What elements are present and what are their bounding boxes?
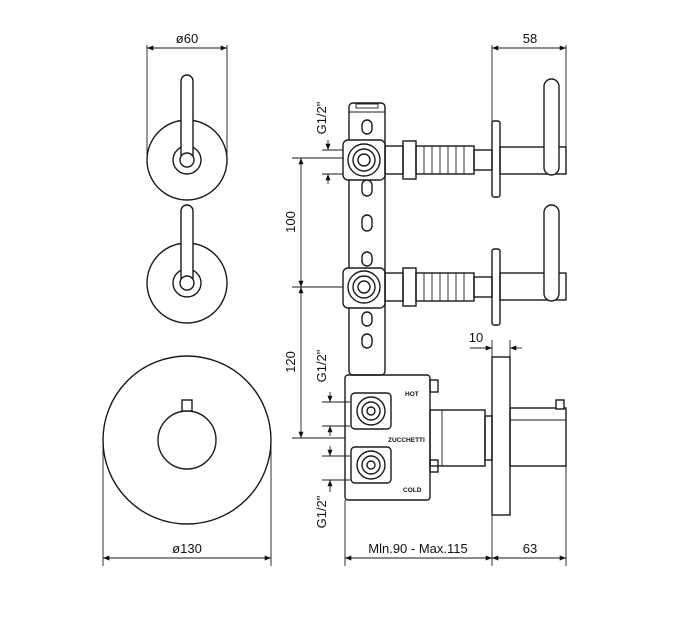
valve-manifold-body — [342, 102, 386, 376]
dim-min-max: Mln.90 - Max.115 — [368, 541, 467, 556]
dim-120: 120 — [283, 351, 298, 373]
thread-callouts — [322, 140, 350, 492]
front-view-top-handle — [146, 45, 228, 201]
middle-valve-stem — [384, 204, 567, 326]
thread-top-label: G1/2" — [314, 101, 329, 134]
front-view-middle-handle — [146, 204, 228, 324]
brand-label: ZUCCHETTI — [388, 437, 425, 444]
dim-diameter-60: ø60 — [176, 31, 198, 46]
top-valve-stem — [384, 78, 567, 198]
dim-58: 58 — [523, 31, 537, 46]
dim-63: 63 — [523, 541, 537, 556]
dim-100: 100 — [283, 211, 298, 233]
thermostatic-body — [344, 356, 567, 516]
dim-10-lines — [470, 340, 522, 358]
bottom-dimensions — [344, 466, 567, 566]
thread-middle-label: G1/2" — [314, 349, 329, 382]
thread-bottom-label: G1/2" — [314, 495, 329, 528]
front-view-thermostat-plate — [102, 355, 272, 566]
cold-label: COLD — [403, 487, 422, 494]
dim-58-lines — [491, 45, 567, 148]
hot-label: HOT — [405, 391, 419, 398]
dim-10: 10 — [469, 330, 483, 345]
dim-diameter-130: ø130 — [172, 541, 202, 556]
